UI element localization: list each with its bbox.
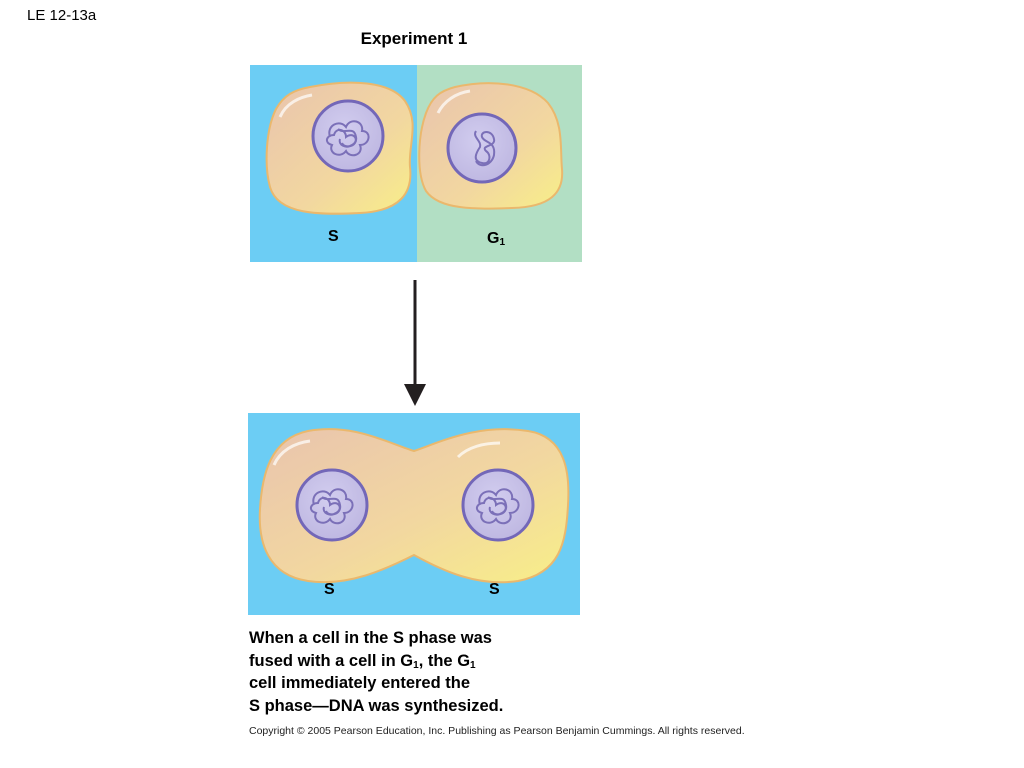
g1-cell-nucleus	[446, 112, 518, 184]
fused-left-chromatin	[310, 488, 354, 525]
g1-label-main: G	[487, 230, 500, 247]
arrow-down-icon	[404, 280, 426, 406]
s-phase-cell	[265, 81, 414, 215]
fused-right-nucleus	[461, 468, 535, 542]
g1-label-subscript: 1	[499, 237, 506, 248]
caption-line-2: fused with a cell in G1, the G1	[249, 650, 569, 673]
bottom-right-label-s: S	[489, 581, 500, 598]
fused-left-nucleus	[295, 468, 369, 542]
g1-phase-cell	[418, 82, 564, 210]
bottom-left-label-s: S	[324, 581, 335, 598]
caption: When a cell in the S phase was fused wit…	[249, 627, 569, 717]
fused-cell-highlight-left	[272, 439, 311, 466]
experiment-title: Experiment 1	[360, 29, 468, 48]
top-right-label-g1: G1	[487, 230, 505, 248]
caption-line-2-sub-1: 1	[413, 659, 419, 671]
g1-cell-highlight	[436, 89, 471, 114]
top-left-label-s: S	[328, 228, 339, 245]
slide-label: LE 12-13a	[27, 7, 97, 24]
fused-cell-cytoplasm	[258, 428, 570, 584]
caption-line-3: cell immediately entered the	[249, 674, 471, 692]
caption-line-1: When a cell in the S phase was	[249, 629, 492, 647]
fused-cell	[258, 428, 570, 584]
caption-line-2-part-a: fused with a cell in G	[249, 651, 414, 670]
g1-cell-chromatin	[474, 130, 496, 167]
caption-line-2-part-b: , the G	[418, 651, 471, 670]
caption-line-4: S phase—DNA was synthesized.	[249, 696, 504, 715]
s-cell-highlight	[278, 93, 313, 118]
bottom-panel-after-fusion	[248, 413, 580, 615]
copyright-notice: Copyright © 2005 Pearson Education, Inc.…	[249, 725, 745, 737]
caption-line-2-sub-2: 1	[470, 659, 476, 671]
top-panel-before-fusion	[250, 65, 582, 262]
fused-right-chromatin	[476, 488, 520, 525]
fused-cell-highlight-right	[456, 441, 501, 459]
s-cell-chromatin	[326, 120, 370, 157]
